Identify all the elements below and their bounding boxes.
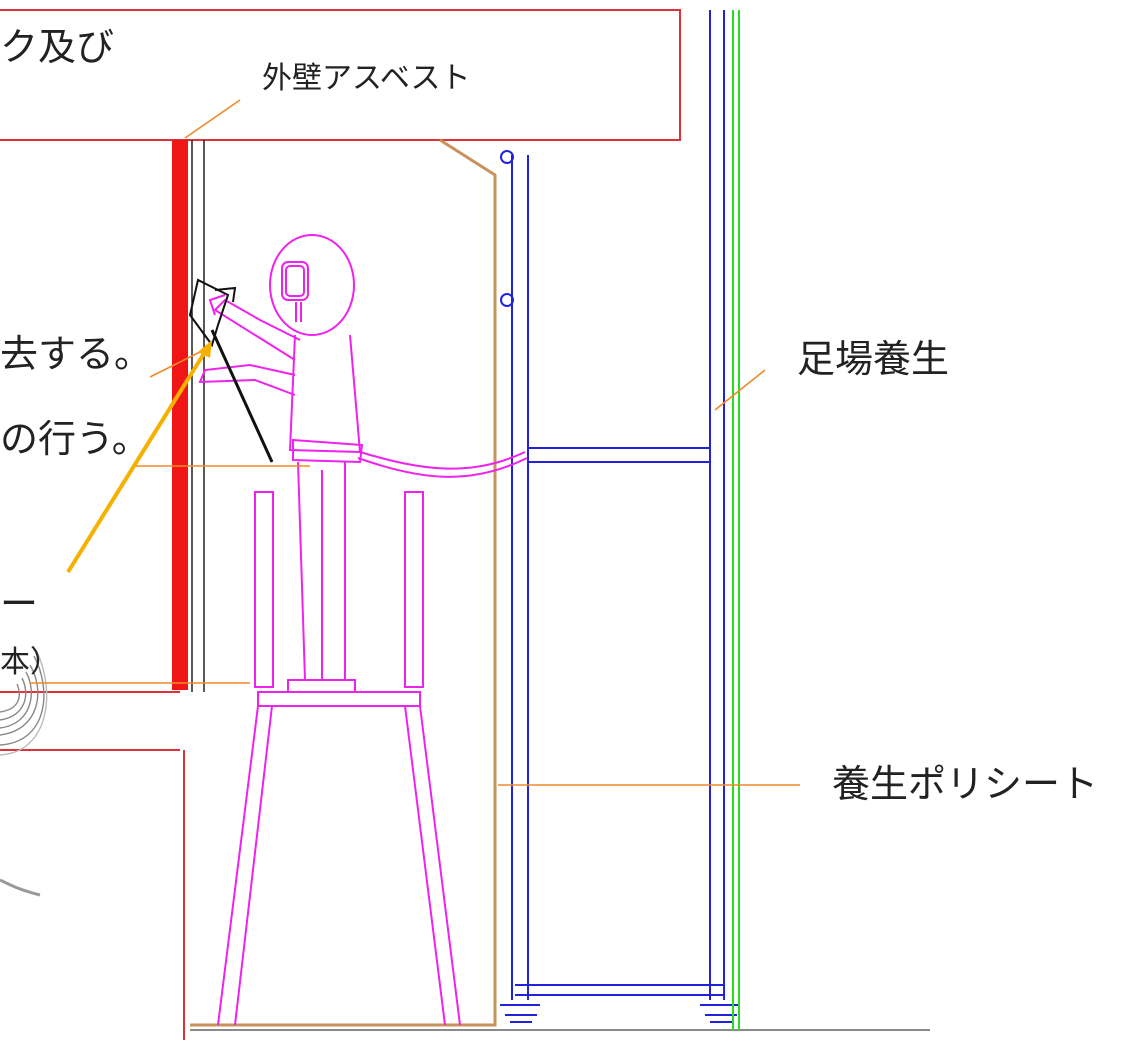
label-partial-perform: の行う。 [0, 417, 150, 461]
green-sheet [732, 10, 740, 1030]
worker-figure [198, 234, 528, 1026]
label-partial-dash: ー [0, 582, 39, 626]
enclosure-boundary [0, 691, 185, 1040]
leader-lines [30, 99, 800, 786]
exterior-wall [172, 140, 205, 692]
pointer-arrow [66, 340, 212, 574]
label-partial-remove: 去する。 [0, 332, 153, 376]
label-curing-poly-sheet: 養生ポリシート [832, 762, 1099, 806]
scaffold [500, 10, 740, 1023]
scraper-tool [188, 278, 274, 463]
label-partial-body: 本） [0, 645, 60, 680]
label-exterior-asbestos: 外壁アスベスト [262, 61, 471, 96]
poly-sheet [190, 138, 497, 1027]
label-partial-top: ク及び [0, 25, 115, 69]
ceiling-frame [0, 9, 681, 141]
label-scaffold-curing: 足場養生 [797, 337, 950, 381]
hose-coil-icon [0, 649, 48, 897]
